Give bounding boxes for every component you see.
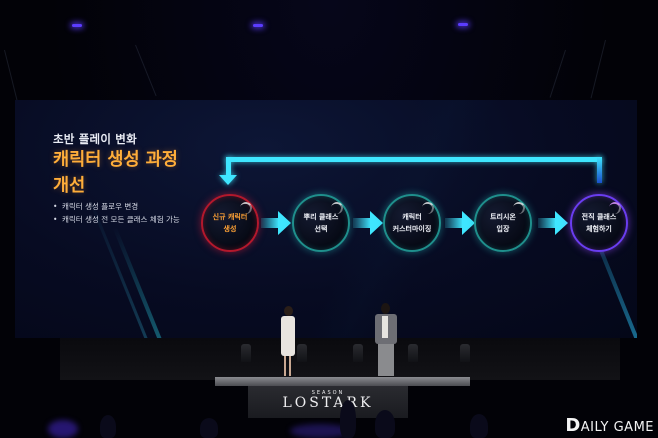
audience-member [375,410,395,438]
loop-connector-right [597,157,602,183]
arrow-right-icon [538,211,568,235]
ceiling-light [253,24,263,27]
slide-bullets: 캐릭터 생성 플로우 변경 캐릭터 생성 전 모든 클래스 체험 가능 [53,200,180,226]
headline-line-2: 개선 [53,176,86,196]
stage-light [297,344,307,362]
stage-light [353,344,363,362]
arrow-right-icon [353,211,383,235]
ceiling-light [72,24,82,27]
truss-beam [4,49,18,101]
arrow-right-icon [261,211,291,235]
audience-member [340,400,356,438]
truss-beam [135,44,157,97]
loop-arrow-down-icon [219,175,237,185]
stage-backdrop [60,338,620,380]
stage-light [408,344,418,362]
audience-member [200,418,218,438]
stage-light [241,344,251,362]
presentation-screen: 초반 플레이 변화 캐릭터 생성 과정 개선 캐릭터 생성 플로우 변경 캐릭터… [15,100,637,338]
truss-beam [549,49,566,98]
stage-light [460,344,470,362]
stage-floor [215,377,470,386]
arrow-right-icon [445,211,475,235]
headline-line-1: 캐릭터 생성 과정 [53,150,178,170]
dailygame-watermark: DAILY GAME [565,415,654,436]
bullet-item: 캐릭터 생성 플로우 변경 [53,200,180,213]
slide-kicker: 초반 플레이 변화 [53,132,137,146]
presenter-female [278,306,300,378]
audience-member [100,415,116,438]
audience-member [470,414,488,438]
loop-connector-top [226,157,602,162]
bullet-item: 캐릭터 생성 전 모든 클래스 체험 가능 [53,213,180,226]
presenter-male [372,303,400,379]
slide-headline: 캐릭터 생성 과정 개선 [53,147,178,199]
lostark-logo: SEASON LOSTARK [282,390,374,411]
loop-connector-left [226,157,231,176]
crowd-light [290,424,350,438]
ceiling-light [458,23,468,26]
crowd-light [48,420,78,438]
truss-beam [590,39,606,99]
